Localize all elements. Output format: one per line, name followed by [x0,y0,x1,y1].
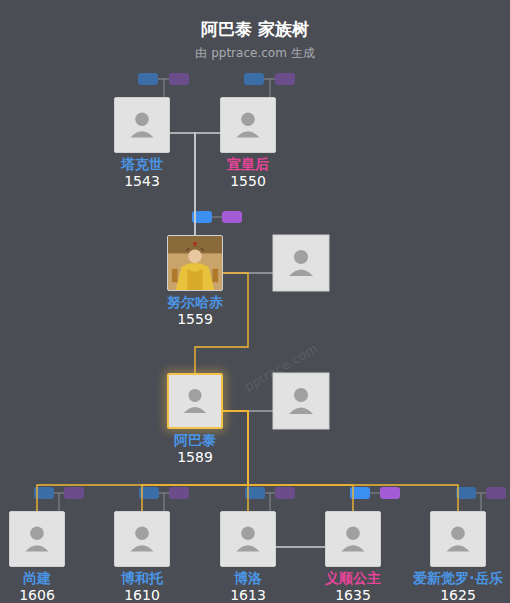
avatar-silhouette [326,512,380,566]
silhouette-head [294,250,308,264]
person-name: 塔克世 [90,156,194,173]
diagram-title: 阿巴泰 家族树 [0,18,510,41]
family-connector [223,411,353,511]
person-node: 博洛1613 [196,511,300,603]
empty-photo [273,235,329,291]
person-name: 宣皇后 [196,156,300,173]
person-name: 博洛 [196,570,300,587]
mother-pill [275,487,295,499]
birth-year: 1559 [143,311,247,328]
birth-year: 1613 [196,587,300,603]
photo-box [325,511,381,567]
spouse-box [273,235,329,291]
person-node: 博和托1610 [90,511,194,603]
silhouette-body [289,270,313,277]
photo-box [220,511,276,567]
father-pill [138,73,158,85]
pill-link [164,493,165,511]
pill-link [164,79,165,97]
pill-link [481,493,482,511]
avatar-silhouette [115,512,169,566]
mother-pill [486,487,506,499]
connector-line [170,133,195,235]
pill-link [212,217,222,218]
photo-box [114,511,170,567]
person-node: 阿巴泰1589 [143,373,247,466]
person-name: 尚建 [0,570,89,587]
connector-line [276,546,325,547]
pill-link [270,493,271,511]
birth-year: 1550 [196,173,300,190]
photo-box [167,235,223,291]
person-name: 博和托 [90,570,194,587]
person-node: 爱新觉罗·岳乐1625 [406,511,510,603]
mother-pill [222,211,242,223]
silhouette-body [289,408,313,415]
portrait-image [168,236,222,290]
family-connector [195,133,220,235]
mother-pill [169,487,189,499]
person-name: 阿巴泰 [143,432,247,449]
photo-box [430,511,486,567]
avatar-silhouette [221,98,275,152]
connector-line [223,411,248,511]
family-connector [223,411,248,511]
person-node: 尚建1606 [0,511,89,603]
relation-pills [34,73,506,511]
avatar-silhouette [169,375,221,427]
avatar-silhouette [221,512,275,566]
mother-pill [64,487,84,499]
birth-year: 1543 [90,173,194,190]
person-node: 塔克世1543 [90,97,194,190]
avatar-silhouette [431,512,485,566]
avatar-silhouette [115,98,169,152]
photo-box [9,511,65,567]
pill-link [59,493,60,511]
person-node: 宣皇后1550 [196,97,300,190]
silhouette-head [294,388,308,402]
birth-year: 1625 [406,587,510,603]
family-connector [223,411,458,511]
pill-link [270,79,271,97]
birth-year: 1606 [0,587,89,603]
diagram-caption: 由 pptrace.com 生成 [0,45,510,62]
person-node: 义顺公主1635 [301,511,405,603]
spouse-box [273,373,329,429]
mother-pill [275,73,295,85]
pill-link [370,493,380,494]
connector-line [223,411,458,511]
father-pill [456,487,476,499]
birth-year: 1635 [301,587,405,603]
person-name: 义顺公主 [301,570,405,587]
photo-box [220,97,276,153]
mother-pill [380,487,400,499]
family-connector [170,133,195,235]
birth-year: 1589 [143,449,247,466]
photo-box [167,373,223,429]
family-connector [276,547,325,548]
empty-photo [273,373,329,429]
mother-pill [169,73,189,85]
avatar-silhouette [10,512,64,566]
connector-line [223,411,353,511]
person-name: 爱新觉罗·岳乐 [406,570,510,587]
connector-line [195,133,220,235]
person-name: 努尔哈赤 [143,294,247,311]
photo-box [114,97,170,153]
birth-year: 1610 [90,587,194,603]
father-pill [244,73,264,85]
person-node: 努尔哈赤1559 [143,235,247,328]
